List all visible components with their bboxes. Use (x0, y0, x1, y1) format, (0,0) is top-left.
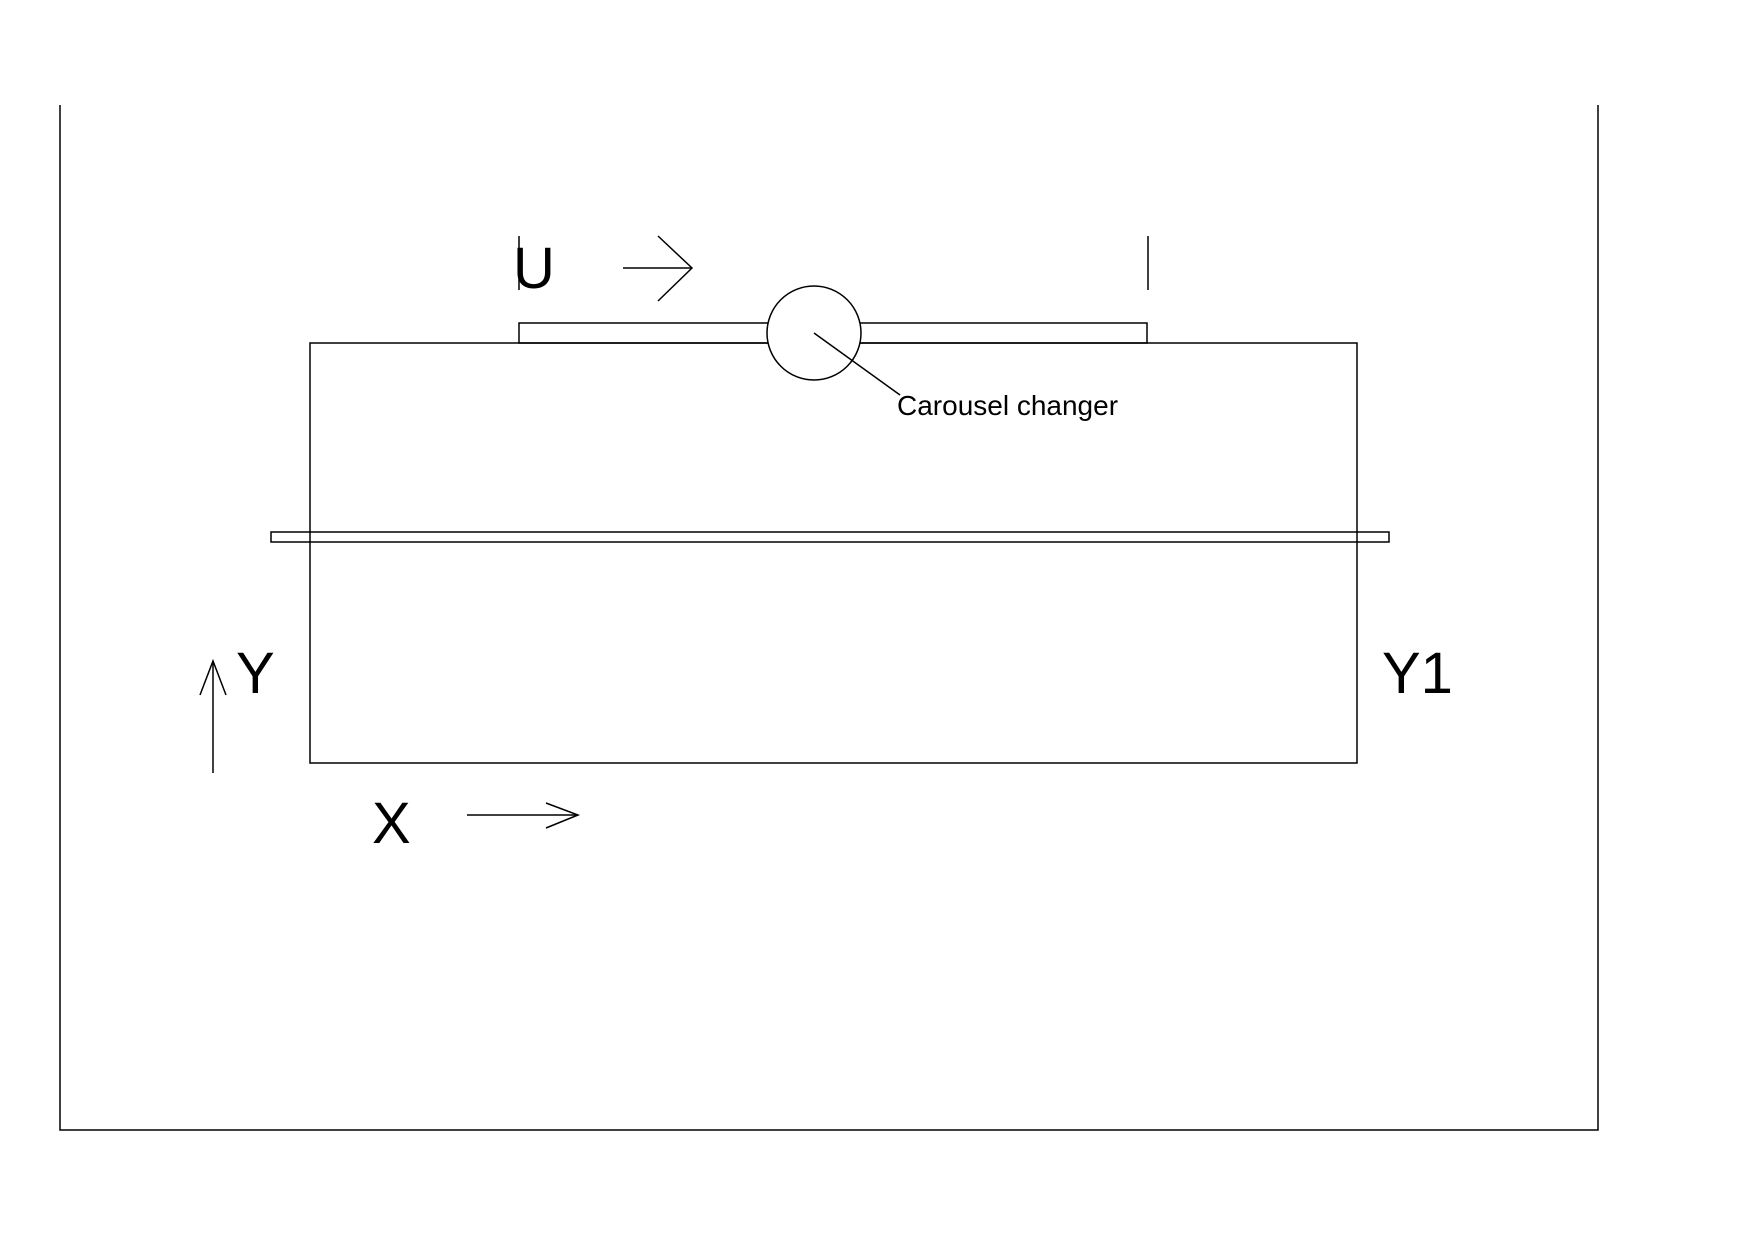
x-axis-label: X (372, 791, 411, 856)
outer-frame (59, 105, 1599, 1131)
y-axis-label: Y (236, 641, 275, 706)
arrow-right-icon (623, 235, 694, 302)
machine-table (309, 342, 1358, 764)
carousel-leader-line (813, 332, 901, 396)
arrow-right-icon (467, 802, 581, 829)
arrow-up-icon (199, 658, 227, 773)
u-axis-label: U (513, 236, 555, 301)
y1-axis-label: Y1 (1382, 641, 1453, 706)
carousel-changer-label: Carousel changer (897, 390, 1118, 421)
cross-rail (270, 531, 1390, 543)
